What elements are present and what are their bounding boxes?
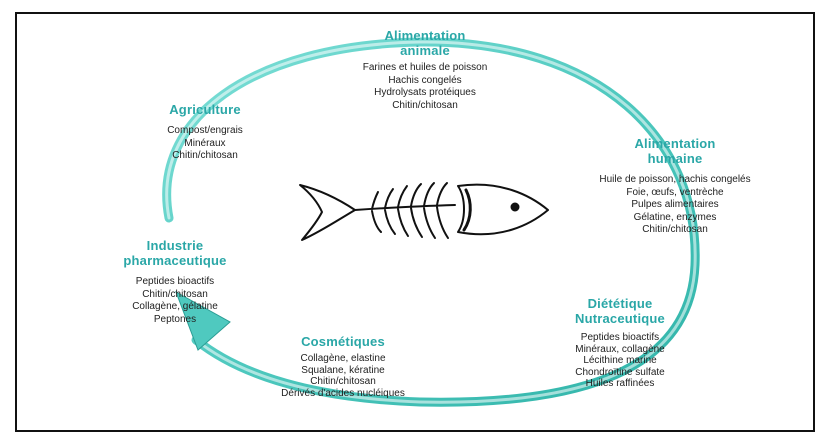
list-item: Hachis congelés [388, 74, 462, 86]
sector-title: Cosmétiques [248, 334, 438, 349]
list-item: Chitin/chitosan [642, 224, 708, 235]
list-item: Peptides bioactifs [580, 332, 660, 343]
list-item: Peptides bioactifs [135, 276, 215, 287]
sector-items: Peptides bioactifs Minéraux, collagène L… [545, 332, 695, 390]
sector-title: Agriculture [130, 102, 280, 117]
list-item: Collagène, gélatine [132, 301, 218, 312]
arrowhead-icon [175, 290, 231, 351]
sector-alimentation-humaine: Alimentation humaine Huile de poisson, h… [560, 136, 790, 237]
sector-title: Diététique Nutraceutique [545, 296, 695, 326]
title-line: Agriculture [169, 102, 241, 117]
sector-items: Farines et huiles de poisson Hachis cong… [305, 62, 545, 112]
title-line: Diététique [587, 296, 653, 311]
sector-industrie-pharmaceutique: Industrie pharmaceutique Peptides bioact… [95, 238, 255, 326]
sector-title: Industrie pharmaceutique [95, 238, 255, 268]
list-item: Chondroïtine sulfate [575, 366, 665, 378]
sector-dietetique-nutraceutique: Diététique Nutraceutique Peptides bioact… [545, 296, 695, 390]
sector-items: Compost/engrais Minéraux Chitin/chitosan [130, 125, 280, 163]
list-item: Foie, œufs, ventrèche [626, 186, 724, 198]
list-item: Gélatine, enzymes [633, 211, 717, 223]
title-line: Nutraceutique [574, 311, 665, 326]
list-item: Lécithine marine [583, 355, 657, 366]
list-item: Squalane, kératine [301, 364, 385, 376]
sector-title: Alimentation humaine [560, 136, 790, 166]
circular-arrow-icon [162, 37, 700, 407]
list-item: Dérivés d'acides nucléiques [281, 387, 405, 399]
sector-items: Huile de poisson, hachis congelés Foie, … [560, 174, 790, 237]
list-item: Hydrolysats protéiques [374, 87, 476, 98]
title-line: pharmaceutique [123, 253, 227, 268]
sector-cosmetiques: Cosmétiques Collagène, elastine Squalane… [248, 334, 438, 399]
title-line: Alimentation [384, 28, 466, 43]
title-line: Alimentation [634, 136, 716, 151]
list-item: Pulpes alimentaires [631, 199, 719, 210]
list-item: Minéraux [184, 137, 226, 149]
title-line: Cosmétiques [301, 334, 385, 349]
sector-agriculture: Agriculture Compost/engrais Minéraux Chi… [130, 102, 280, 163]
sector-title: Alimentation animale [305, 28, 545, 58]
list-item: Huiles raffinées [585, 378, 655, 389]
fish-skeleton-icon [299, 182, 549, 241]
sector-items: Peptides bioactifs Chitin/chitosan Colla… [95, 276, 255, 326]
diagram-artwork [162, 37, 700, 407]
list-item: Chitin/chitosan [392, 99, 458, 111]
list-item: Chitin/chitosan [310, 376, 376, 387]
title-line: humaine [647, 151, 703, 166]
list-item: Chitin/chitosan [172, 150, 238, 161]
list-item: Compost/engrais [167, 125, 243, 136]
title-line: Industrie [146, 238, 204, 253]
sector-items: Collagène, elastine Squalane, kératine C… [248, 353, 438, 399]
sector-alimentation-animale: Alimentation animale Farines et huiles d… [305, 28, 545, 112]
list-item: Minéraux, collagène [575, 343, 665, 355]
list-item: Peptones [153, 313, 197, 325]
list-item: Collagène, elastine [300, 353, 386, 364]
title-line: animale [400, 43, 450, 58]
list-item: Huile de poisson, hachis congelés [599, 174, 751, 185]
list-item: Farines et huiles de poisson [362, 62, 488, 73]
list-item: Chitin/chitosan [142, 288, 208, 300]
